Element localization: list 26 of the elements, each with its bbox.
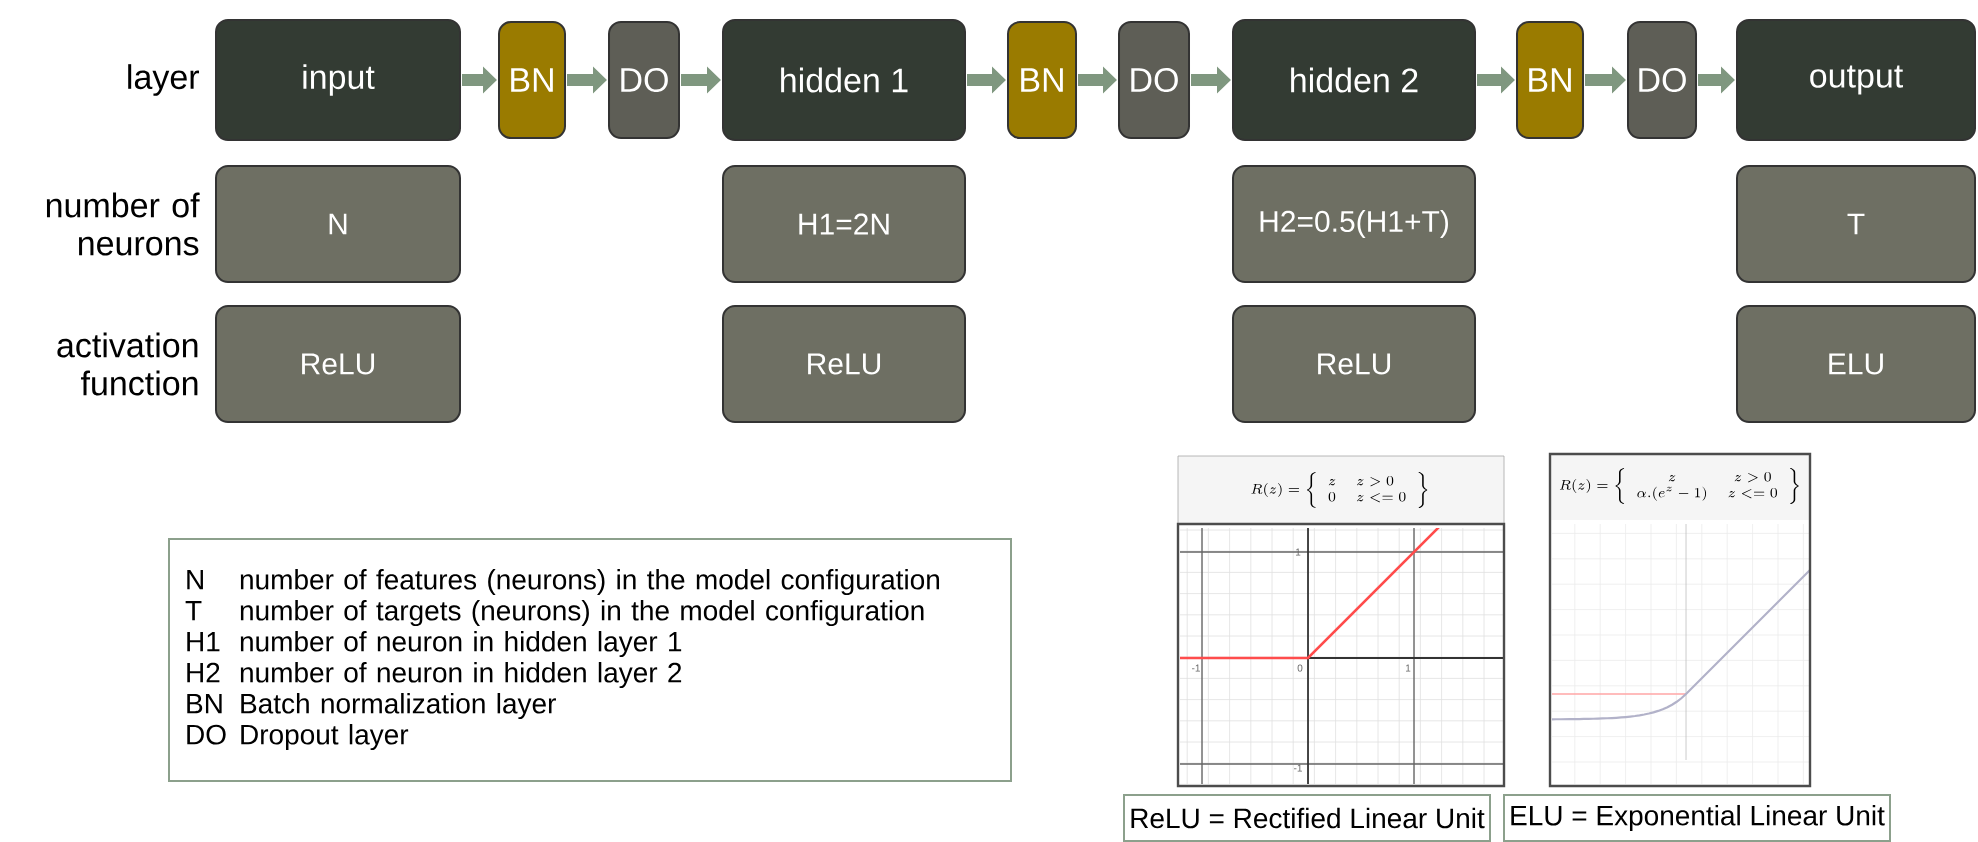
batch-norm-box: BN [498,21,566,139]
info-box: ReLU [722,305,966,423]
row-label: number of neurons [46,192,200,256]
info-box: T [1736,165,1976,283]
layer-box: output [1736,19,1976,141]
row-label: layer [128,64,199,96]
batch-norm-box: BN [1516,21,1584,139]
caption-box: ELU = Exponential Linear Unit [1503,794,1891,842]
formula: $R(z) = \left\{\begin{array}{ll} z & z > 0 \\ 0 & z <= 0 \end{array}\right\}$ [1251,472,1428,508]
batch-norm-box: BN [1007,21,1077,139]
formula: $R(z) = \left\{\begin{array}{cc} z & z > 0 \\ \alpha.(e^{z}-1) & z <= 0 \end{array}\right\}$ [1559,468,1799,504]
info-box: N [215,165,461,283]
layer-box: hidden 2 [1232,19,1476,141]
row-label: activation function [57,332,198,396]
layer-box: input [215,19,461,141]
info-box: H1=2N [722,165,966,283]
info-box: ReLU [1232,305,1476,423]
dropout-box: DO [1627,21,1697,139]
dropout-box: DO [1118,21,1190,139]
caption-box: ReLU = Rectified Linear Unit [1123,794,1491,842]
layer-box: hidden 1 [722,19,966,141]
dropout-box: DO [608,21,680,139]
info-box: ReLU [215,305,461,423]
info-box: H2=0.5(H1+T) [1232,165,1476,283]
abbreviation-box: N number of features (neurons) in the model configuration T number of targets (neurons) in the model configuration H1 number of neuron in hidden layer 1 H2 number of neuron in hidden layer 2 BN Batch normalization layer DO Dropout layer [168,538,1012,782]
info-box: ELU [1736,305,1976,423]
